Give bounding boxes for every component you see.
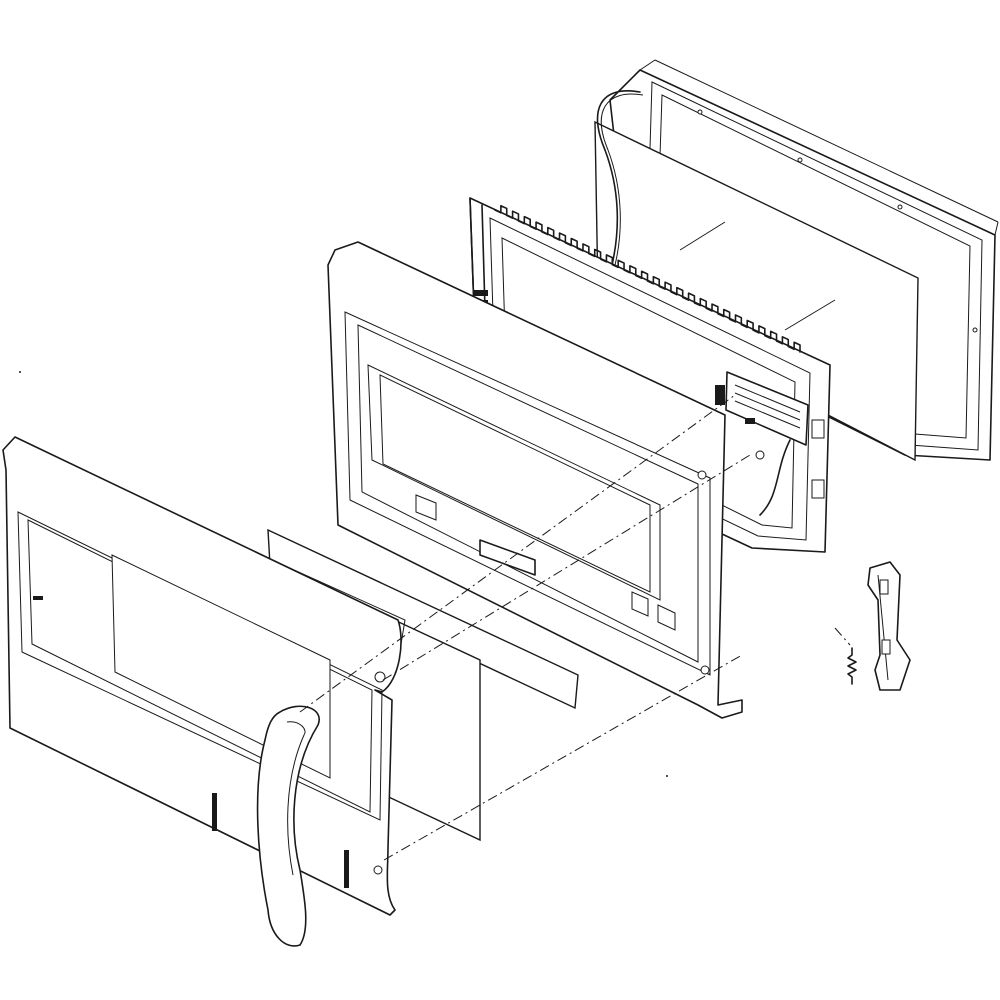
door-handle <box>256 705 320 947</box>
latch-spring <box>847 647 857 685</box>
door-glass-panel <box>594 120 919 462</box>
choke-cover-wire-frame <box>469 197 831 553</box>
inner-door-panel <box>327 241 743 719</box>
front-glass-strip <box>267 528 579 710</box>
latch-hook <box>867 561 911 691</box>
assembly-lines <box>299 394 851 861</box>
